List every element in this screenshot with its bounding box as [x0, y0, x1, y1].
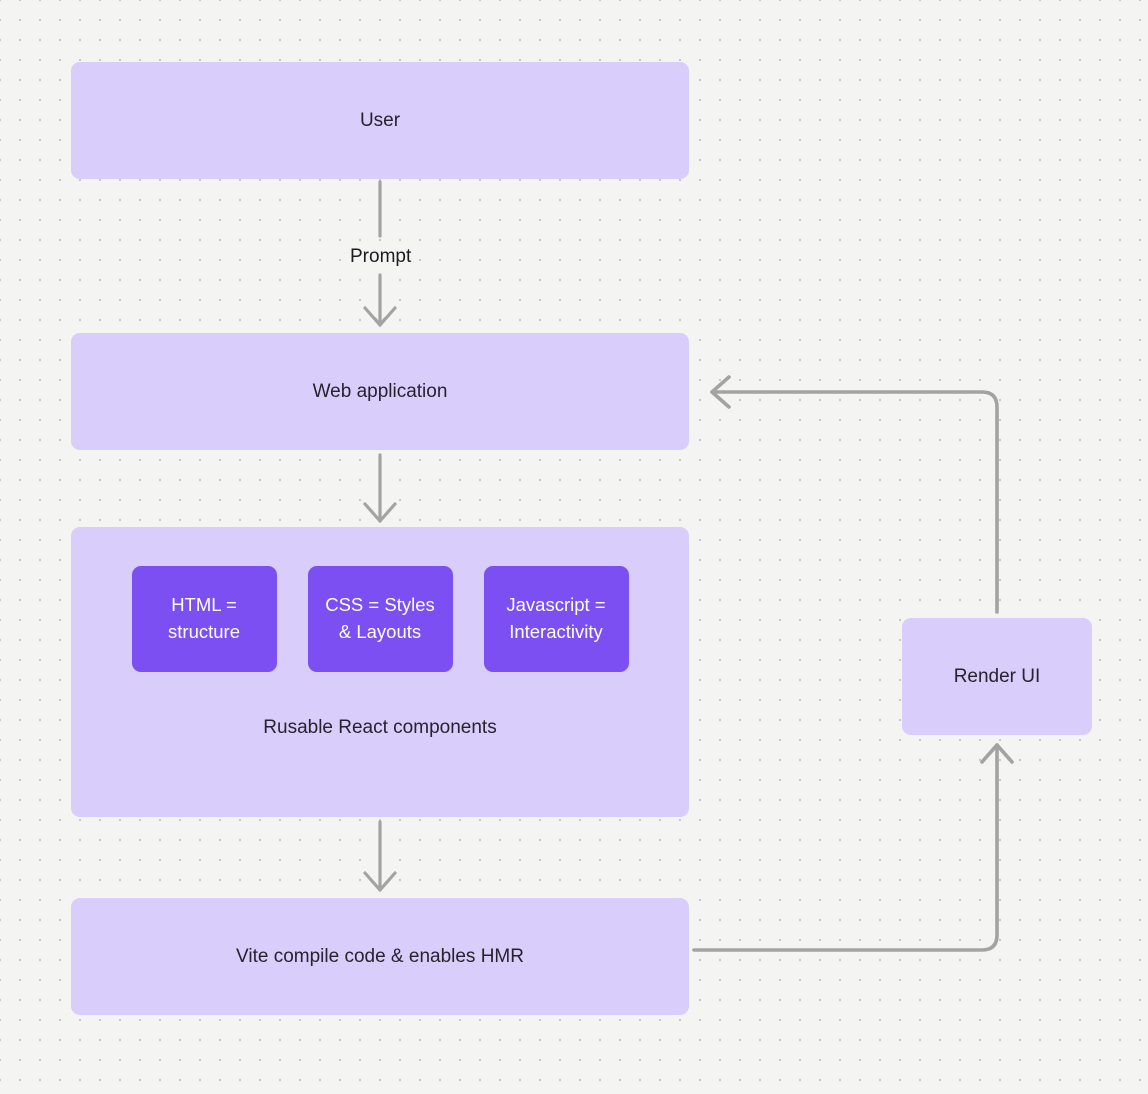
edge-group-to-vite: [363, 820, 397, 892]
chip-css-line1: CSS = Styles: [325, 594, 435, 616]
node-web-application-label: Web application: [312, 380, 448, 402]
chip-css[interactable]: CSS = Styles & Layouts: [307, 566, 453, 672]
chip-javascript-line1: Javascript =: [506, 594, 606, 616]
edge-label-prompt[interactable]: Prompt: [345, 246, 417, 269]
edge-web-to-group: [363, 453, 397, 523]
chip-html[interactable]: HTML = structure: [131, 566, 277, 672]
node-render-ui-label: Render UI: [953, 665, 1041, 687]
chip-html-line2: structure: [168, 621, 240, 642]
edge-render-to-web: [710, 375, 999, 614]
node-render-ui[interactable]: Render UI: [902, 618, 1092, 735]
chip-row: HTML = structure CSS = Styles & Layouts …: [71, 566, 689, 672]
chip-html-line1: HTML =: [171, 594, 237, 616]
node-user[interactable]: User: [71, 62, 689, 179]
chip-javascript-line2: Interactivity: [509, 621, 603, 642]
node-vite[interactable]: Vite compile code & enables HMR: [71, 898, 689, 1015]
node-user-label: User: [359, 109, 401, 131]
chip-css-line2: & Layouts: [338, 621, 422, 642]
edge-vite-to-render: [692, 743, 1014, 952]
node-web-application[interactable]: Web application: [71, 333, 689, 450]
group-caption: Rusable React components: [263, 717, 497, 738]
node-vite-label: Vite compile code & enables HMR: [236, 945, 524, 967]
node-react-components-group[interactable]: HTML = structure CSS = Styles & Layouts …: [71, 527, 689, 817]
chip-javascript[interactable]: Javascript = Interactivity: [483, 566, 629, 672]
